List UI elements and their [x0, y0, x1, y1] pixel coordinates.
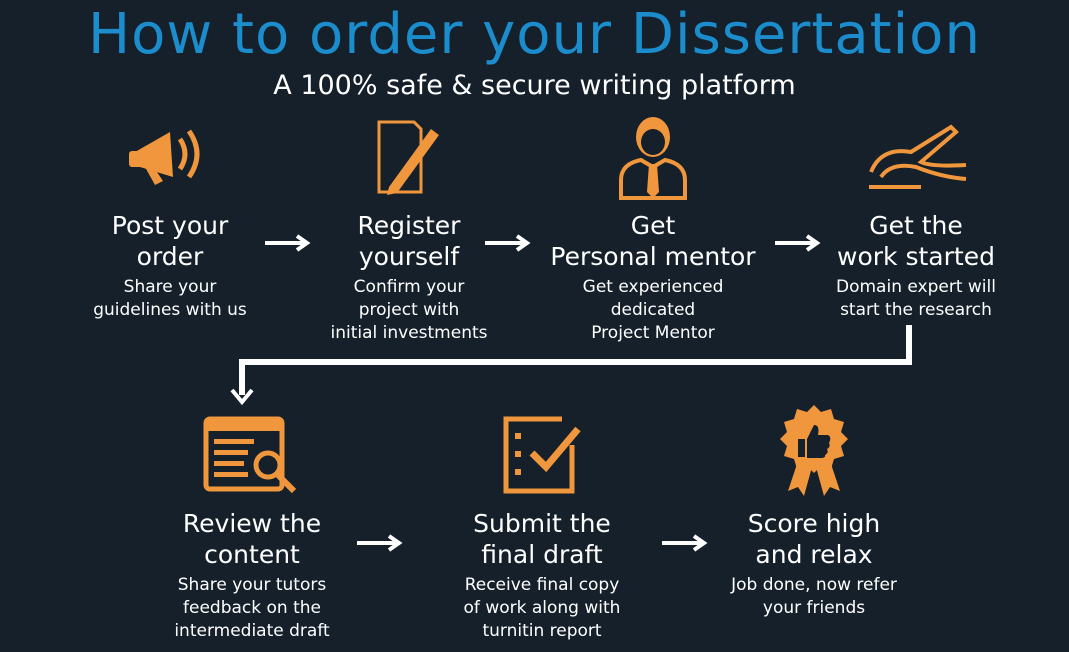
connector-line [239, 359, 245, 395]
arrow-right-icon [662, 534, 708, 552]
review-search-icon [132, 410, 372, 500]
megaphone-icon [50, 112, 290, 202]
arrow-right-icon [357, 534, 403, 552]
page-title: How to order your Dissertation [88, 2, 981, 67]
connector-line [239, 359, 912, 365]
connector-line [906, 325, 912, 365]
arrow-down-icon [230, 388, 254, 406]
mentor-icon [533, 112, 773, 202]
document-pen-icon [289, 112, 529, 202]
writing-hand-icon [796, 112, 1036, 202]
checklist-icon [422, 410, 662, 500]
award-thumbs-up-icon [694, 404, 934, 500]
subtitle: A 100% safe & secure writing platform [273, 70, 796, 101]
arrow-right-icon [775, 234, 821, 252]
arrow-right-icon [485, 234, 531, 252]
arrow-right-icon [265, 234, 311, 252]
